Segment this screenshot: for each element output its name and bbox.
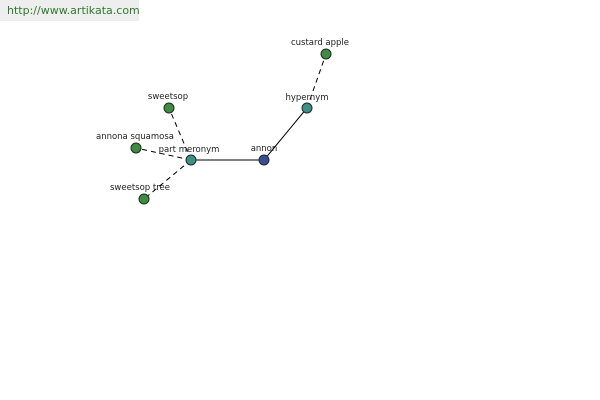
edge-hypernym-to-custard-apple — [306, 53, 327, 109]
node-label-custard-apple: custard apple — [291, 38, 349, 48]
node-label-annona-squamosa: annona squamosa — [96, 132, 174, 142]
node-hypernym[interactable] — [301, 102, 313, 114]
nodes-layer — [130, 48, 332, 205]
node-custard-apple[interactable] — [320, 48, 332, 60]
node-label-sweetsop-tree: sweetsop tree — [110, 183, 170, 193]
edge-part-meronym-to-sweetsop — [168, 107, 192, 161]
node-annona-squamosa[interactable] — [130, 142, 142, 154]
node-sweetsop[interactable] — [163, 102, 175, 114]
edge-part-meronym-to-sweetsop-tree — [143, 159, 192, 200]
node-sweetsop-tree[interactable] — [138, 193, 150, 205]
labels-layer: annon hypernym custard apple part meronym sw… — [96, 38, 349, 193]
node-label-annon: annon — [251, 144, 278, 154]
source-link[interactable]: http://www.artikata.com — [7, 4, 140, 17]
node-annon[interactable] — [258, 154, 270, 166]
node-label-hypernym: hypernym — [285, 93, 328, 103]
edge-annon-to-hypernym — [263, 107, 308, 161]
source-banner: http://www.artikata.com — [0, 0, 140, 21]
node-part-meronym[interactable] — [185, 154, 197, 166]
edge-part-meronym-to-annona-squamosa — [135, 147, 192, 161]
node-label-part-meronym: part meronym — [159, 145, 220, 155]
node-label-sweetsop: sweetsop — [148, 92, 188, 102]
edges-layer — [135, 53, 327, 200]
